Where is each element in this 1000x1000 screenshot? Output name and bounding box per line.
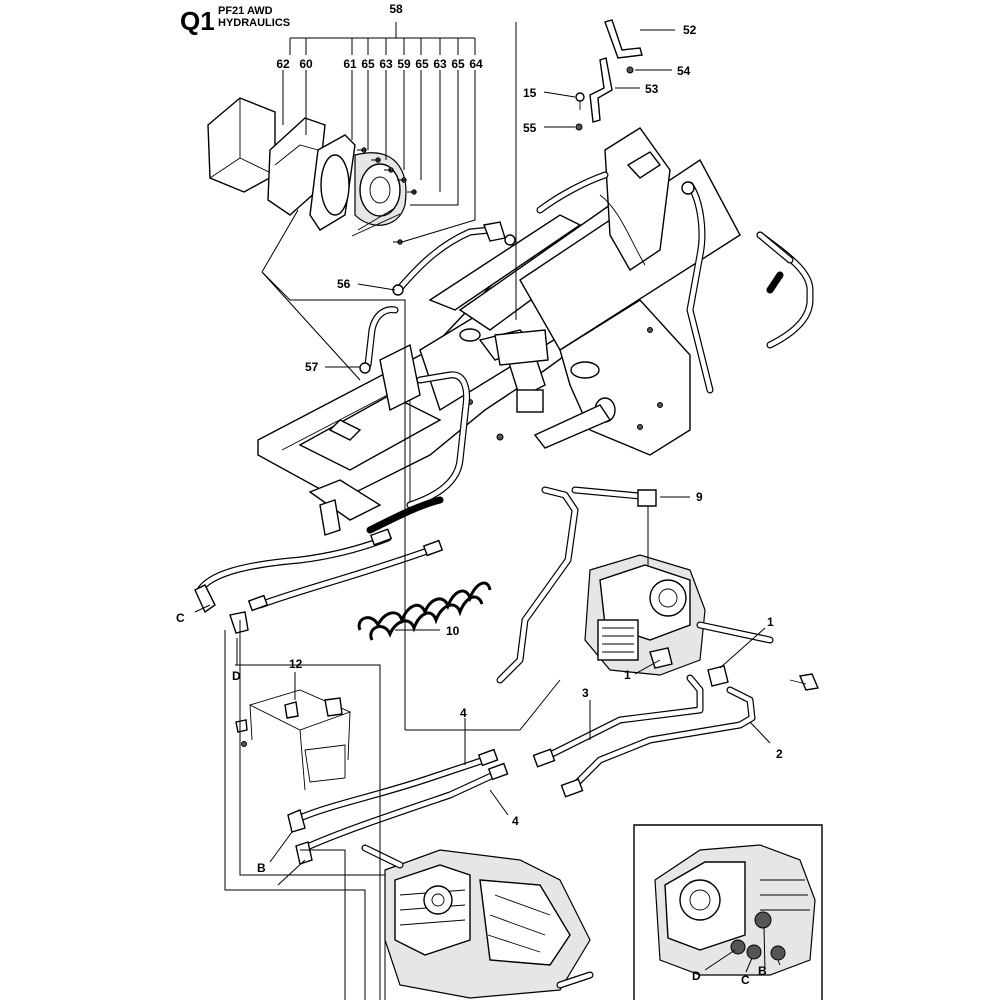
bracket-52-53 [575,19,643,131]
hydraulic-pump [584,554,819,691]
callout-c: C [176,611,185,625]
callout-55: 55 [523,121,537,135]
callout-4-a: 4 [460,706,467,720]
callout-63-a: 63 [379,57,393,71]
callout-65-c: 65 [451,57,465,71]
routing-lines [224,22,561,1000]
model-line: PF21 AWD [218,5,273,17]
callout-57: 57 [305,360,319,374]
inset-label-d: D [692,969,701,983]
callout-56: 56 [337,277,351,291]
section-code: Q1 [180,6,215,36]
callout-54: 54 [677,64,691,78]
callout-10: 10 [446,624,460,638]
callout-3: 3 [582,686,589,700]
callout-1-a: 1 [624,668,631,682]
pipes-2-3 [532,674,756,798]
callout-b: B [257,861,266,875]
callout-52: 52 [683,23,697,37]
rigid-pipes [496,486,657,684]
inset-labels: D C B [692,964,767,987]
callout-61: 61 [343,57,357,71]
spiral-guard [357,581,492,641]
callout-4-b: 4 [512,814,519,828]
callout-2: 2 [776,747,783,761]
chute-cover-assembly [207,97,417,245]
callout-12: 12 [289,657,303,671]
callout-leaders [194,22,771,886]
callout-58: 58 [389,2,403,16]
transaxle [361,844,594,999]
callout-60: 60 [299,57,313,71]
section-title: HYDRAULICS [218,17,290,29]
control-levers [536,171,814,394]
callout-64: 64 [469,57,483,71]
callout-65-b: 65 [415,57,429,71]
hoses-4 [287,748,509,865]
hydraulic-tank [235,689,352,791]
main-frame [257,127,741,536]
inset-label-b: B [758,964,767,978]
callout-labels: 58 62 60 61 65 63 59 65 63 65 64 52 54 1… [176,2,783,875]
callout-63-b: 63 [433,57,447,71]
callout-9: 9 [696,490,703,504]
callout-15: 15 [523,86,537,100]
callout-59: 59 [397,57,411,71]
callout-d: D [232,669,241,683]
detail-inset [633,824,823,1000]
callout-53: 53 [645,82,659,96]
diagram-header: Q1 PF21 AWD HYDRAULICS [180,5,290,36]
exploded-view-drawing [194,19,823,1000]
callout-65-a: 65 [361,57,375,71]
callout-62: 62 [276,57,290,71]
inset-label-c: C [741,973,750,987]
callout-1-b: 1 [767,615,774,629]
hoses-56-57 [359,221,516,534]
